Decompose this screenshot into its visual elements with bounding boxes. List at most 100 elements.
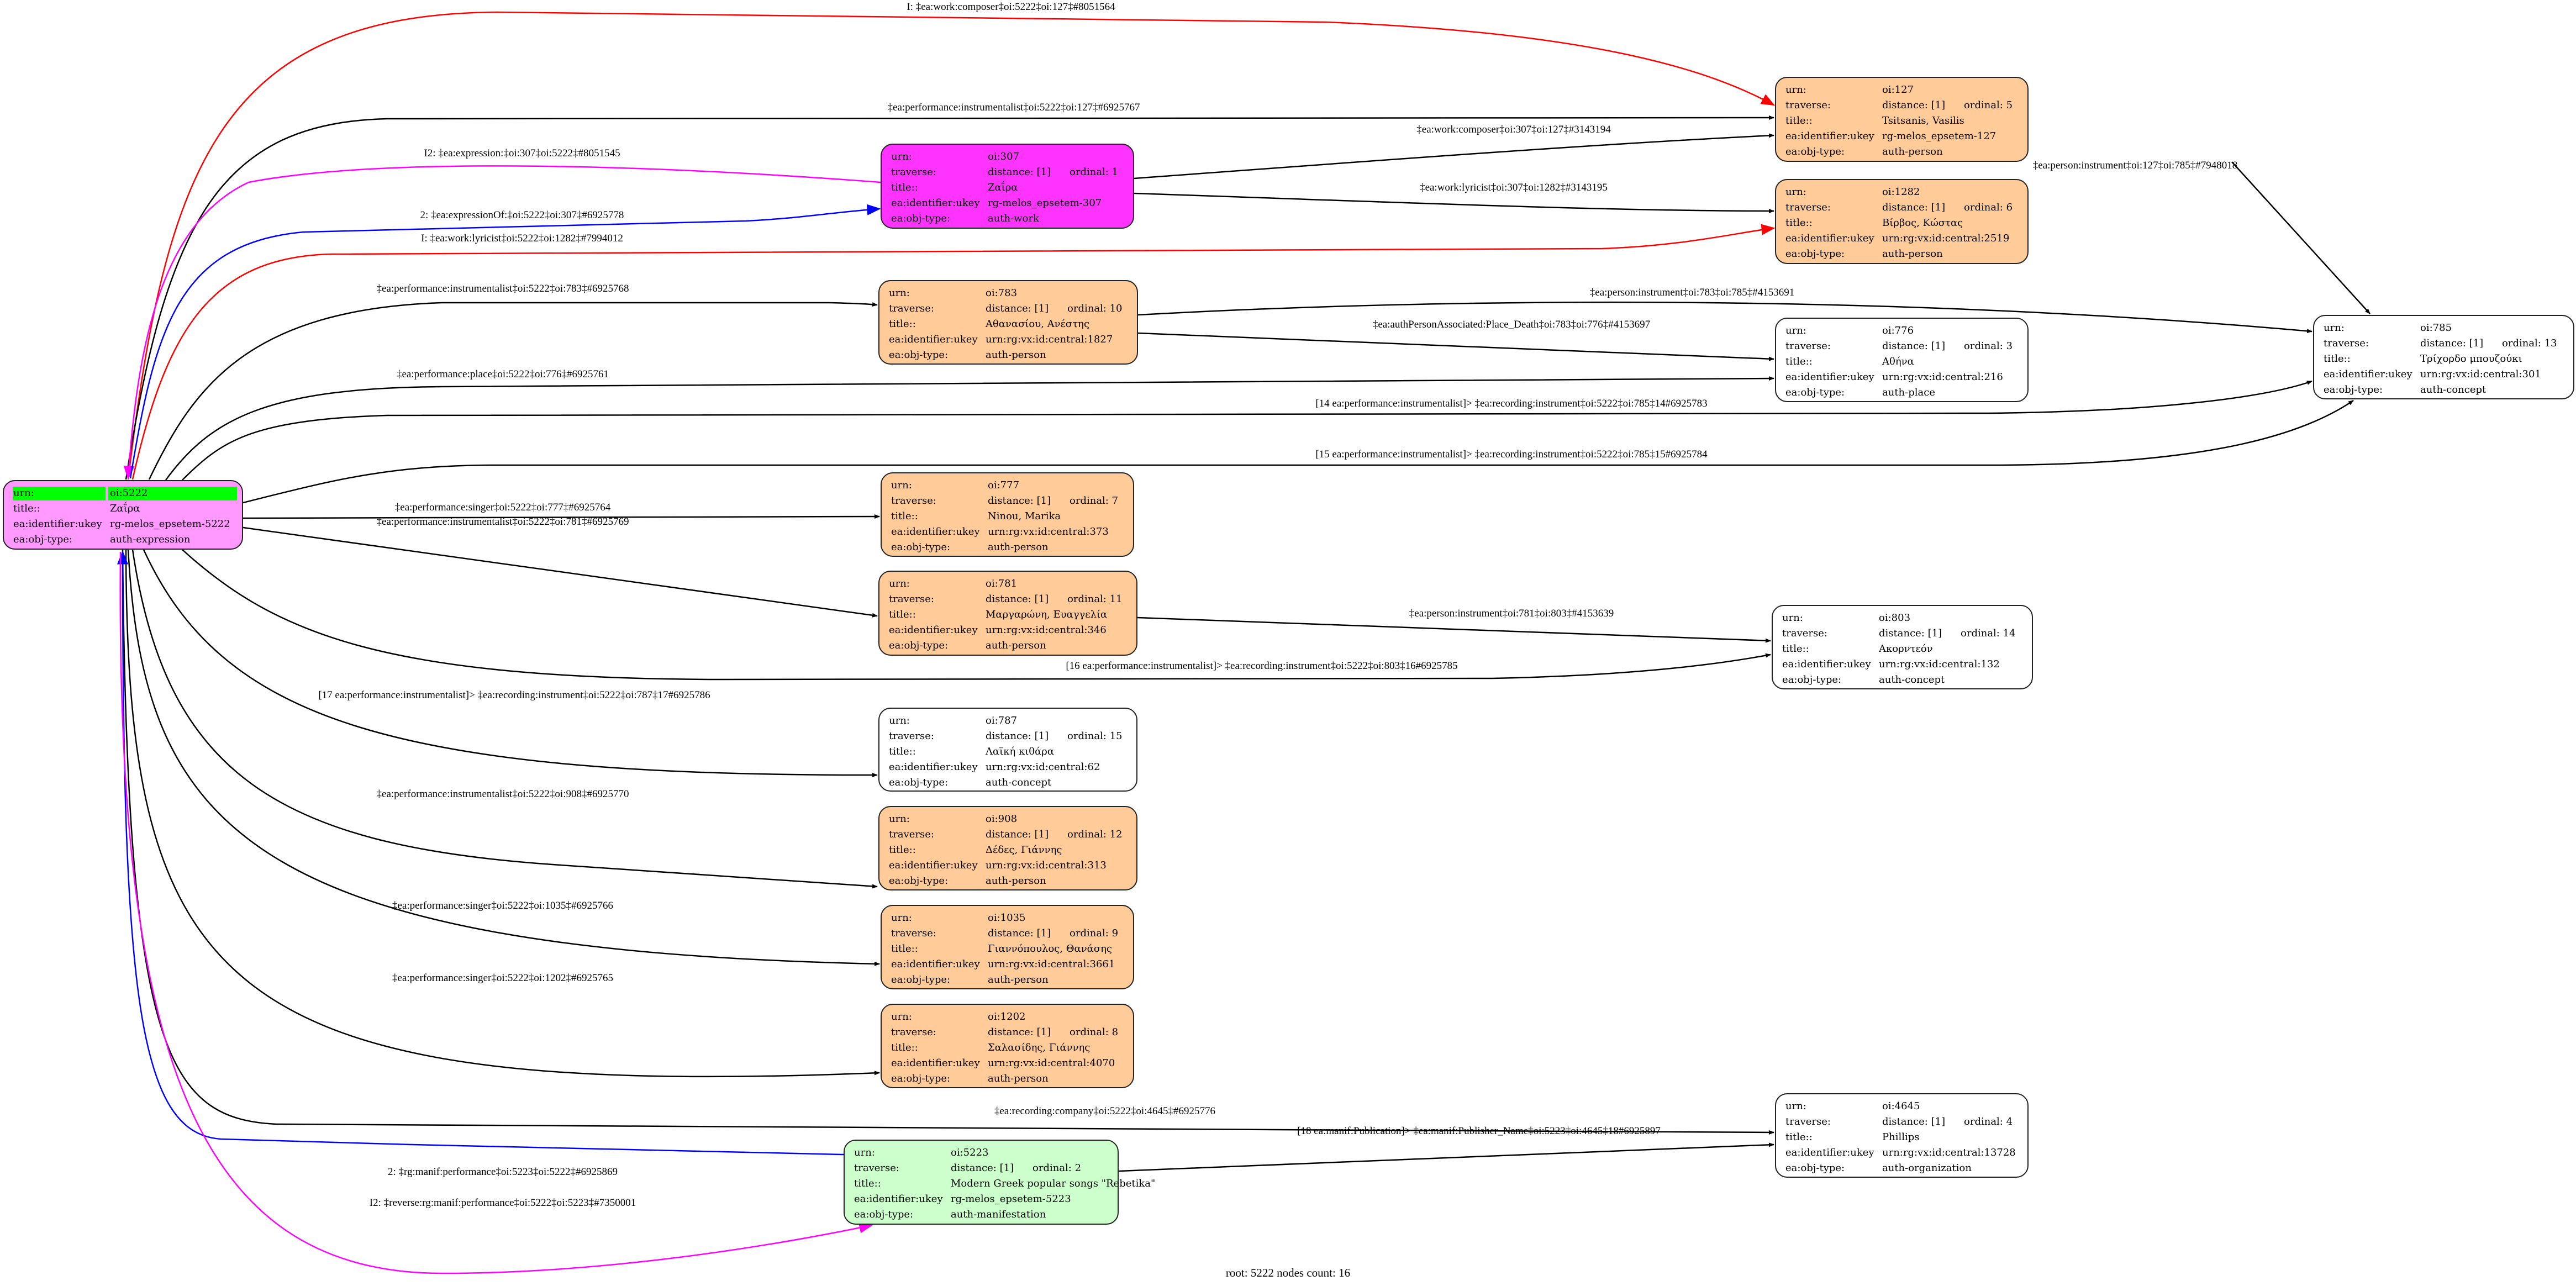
- node-distance: distance: [1]: [988, 166, 1051, 178]
- edge-line: [1137, 301, 2312, 334]
- node-field-label: title::: [1782, 643, 1809, 655]
- node-field-label: title::: [891, 182, 918, 193]
- node-row-ukey: ea:identifier:ukey urn:rg:vx:id:central:1…: [1773, 657, 2032, 672]
- node-ordinal: ordinal: 15: [1067, 730, 1123, 742]
- node-field-label: urn:: [854, 1147, 875, 1158]
- node-field-value: urn:rg:vx:id:central:132: [1879, 658, 2000, 670]
- node-field-value: Ζαΐρα: [988, 182, 1018, 193]
- node-row-title: title::Τρίχορδο μπουζούκι: [2314, 351, 2573, 367]
- node-field-label: title::: [1785, 217, 1813, 229]
- node-field-value: auth-person: [988, 541, 1049, 553]
- node-field-label: ea:obj-type:: [889, 777, 949, 788]
- edge-label: I: ‡ea:work:composer‡oi:5222‡oi:127‡#805…: [907, 1, 1115, 13]
- edge-line: [243, 526, 878, 618]
- node-field-label: title::: [1785, 356, 1813, 367]
- node-row-title: title::Δέδες, Γιάννης: [879, 842, 1136, 858]
- edge-line: [131, 549, 878, 889]
- node-field-value: oi:777: [988, 479, 1020, 491]
- node-row-obj-type: ea:obj-type:auth-concept: [879, 775, 1136, 790]
- node-field-value: urn:rg:vx:id:central:301: [2420, 368, 2541, 380]
- node-field-label: urn:: [1785, 84, 1806, 96]
- node-field-label: urn:: [13, 487, 34, 499]
- edge-label: [18 ea:manif:Publication]> ‡ea:manif:Pub…: [1297, 1125, 1661, 1137]
- node-field-label: ea:obj-type:: [1785, 1162, 1845, 1174]
- node-row-traverse: traverse:distance: [1]ordinal: 11: [879, 592, 1136, 607]
- edge-line: [129, 204, 881, 479]
- node-field-label: ea:obj-type:: [1785, 248, 1845, 260]
- node-field-value: urn:rg:vx:id:central:2519: [1882, 233, 2010, 244]
- node-field-value: oi:785: [2420, 322, 2452, 334]
- node-field-value: auth-expression: [110, 534, 191, 545]
- node-field-label: title::: [889, 844, 916, 856]
- edge-label: ‡ea:performance:instrumentalist‡oi:5222‡…: [377, 283, 629, 294]
- node-field-value: oi:4645: [1882, 1100, 1920, 1112]
- node-row-traverse: traverse:distance: [1]ordinal: 3: [1776, 339, 2027, 354]
- edge-label: ‡ea:performance:instrumentalist‡oi:5222‡…: [888, 102, 1140, 113]
- node-row-title: title::Λαϊκή κιθάρα: [879, 744, 1136, 760]
- node-row-urn: urn:oi:803: [1773, 610, 2032, 626]
- node-field-label: urn:: [1785, 325, 1806, 336]
- node-row-title: title::Tsitsanis, Vasilis: [1776, 113, 2027, 129]
- node-field-label: ea:identifier:ukey: [2324, 368, 2412, 380]
- edge-label: ‡ea:performance:singer‡oi:5222‡oi:1035‡#…: [392, 900, 613, 911]
- node-row-obj-type: ea:obj-type:auth-person: [882, 540, 1133, 555]
- node-field-label: title::: [889, 746, 916, 757]
- node-field-value: urn:rg:vx:id:central:13728: [1882, 1147, 2016, 1158]
- node-row-urn: urn:oi:127: [1776, 82, 2027, 98]
- node-row-traverse: traverse:distance: [1]ordinal: 5: [1776, 98, 2027, 113]
- node-field-label: traverse:: [1782, 628, 1827, 639]
- root-highlight: [108, 487, 237, 500]
- node-field-label: urn:: [891, 479, 912, 491]
- node-field-label: urn:: [891, 151, 912, 162]
- node-ordinal: ordinal: 9: [1070, 927, 1119, 939]
- node-row-title: title::Μαργαρώνη, Ευαγγελία: [879, 607, 1136, 623]
- node-field-label: ea:identifier:ukey: [1785, 130, 1874, 142]
- node-distance: distance: [1]: [988, 927, 1051, 939]
- node-field-value: oi:307: [988, 151, 1020, 162]
- node-field-label: title::: [891, 943, 918, 955]
- node-field-value: oi:1282: [1882, 186, 1920, 198]
- node-field-label: title::: [891, 1042, 918, 1053]
- node-ordinal: ordinal: 4: [1964, 1116, 2013, 1127]
- node-field-value: Ninou, Marika: [988, 510, 1061, 522]
- node-row-obj-type: ea:obj-type:auth-concept: [1773, 672, 2032, 688]
- node-field-value: urn:rg:vx:id:central:1827: [986, 334, 1113, 345]
- node-row-traverse: traverse:distance: [1]ordinal: 8: [882, 1025, 1133, 1040]
- edge-line: [243, 514, 880, 519]
- node-ordinal: ordinal: 2: [1032, 1162, 1082, 1174]
- node-distance: distance: [1]: [1882, 340, 1946, 352]
- node-field-label: title::: [13, 503, 40, 514]
- node-field-label: ea:identifier:ukey: [1782, 658, 1871, 670]
- node-field-label: ea:identifier:ukey: [891, 197, 980, 209]
- edge-line: [127, 11, 1776, 480]
- node-row-obj-type: ea:obj-type:auth-manifestation: [845, 1207, 1118, 1222]
- node-field-label: title::: [891, 510, 918, 522]
- node-distance: distance: [1]: [986, 730, 1049, 742]
- node-row-title: title::Αθήνα: [1776, 354, 2027, 370]
- node-field-value: auth-person: [988, 1073, 1049, 1084]
- edge-line: [131, 224, 1776, 480]
- node-row-title: title::Ζαΐρα: [882, 180, 1133, 196]
- node-field-label: ea:identifier:ukey: [889, 860, 978, 871]
- node-field-label: ea:identifier:ukey: [891, 958, 980, 970]
